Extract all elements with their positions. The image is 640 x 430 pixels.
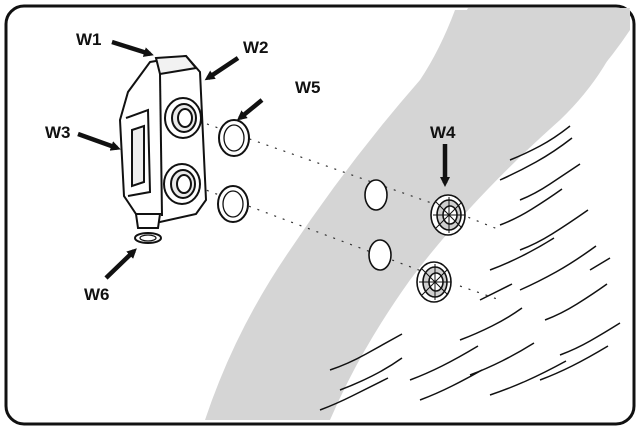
label-w4: W4 <box>430 123 456 142</box>
arrow-icon <box>77 39 450 280</box>
label-w2: W2 <box>243 38 269 57</box>
lock-nut-lower <box>416 261 452 303</box>
skimmer-body <box>118 54 208 229</box>
label-w6: W6 <box>84 285 110 304</box>
label-w1: W1 <box>76 30 102 49</box>
lock-nut-upper <box>430 194 466 236</box>
gasket-lower <box>217 185 249 223</box>
water-wave-icon <box>319 125 621 411</box>
label-w3: W3 <box>45 123 71 142</box>
pool-wall-band <box>205 10 630 420</box>
wall-gasket-lower <box>368 239 392 271</box>
wall-gasket-upper <box>364 179 388 211</box>
label-w5: W5 <box>295 78 321 97</box>
gasket-upper <box>218 119 250 157</box>
